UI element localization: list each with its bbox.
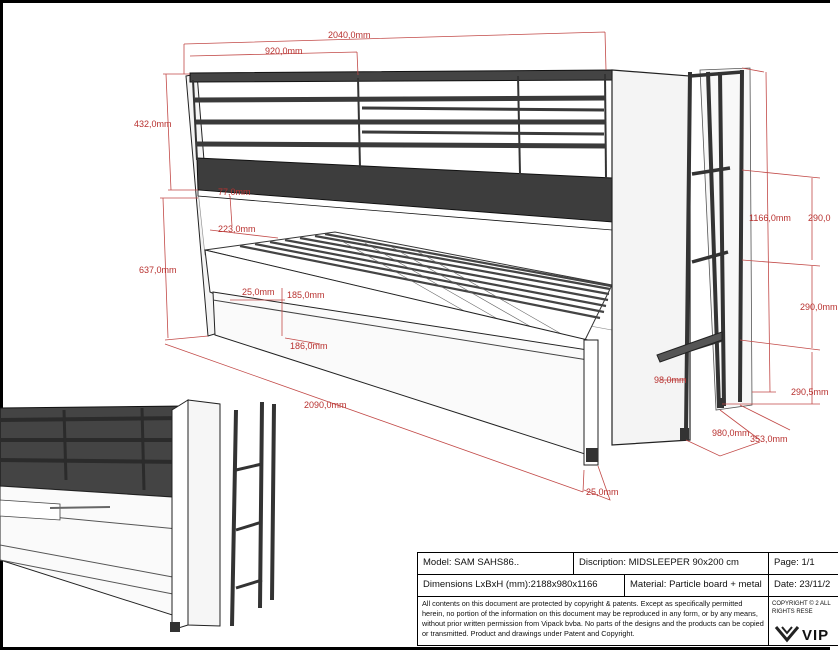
dim-total-length: 2040,0mm (328, 30, 371, 40)
logo-text: VIP (802, 627, 830, 644)
tb-copyright: COPYRIGHT © 2 ALL RIGHTS RESE (772, 601, 831, 615)
tb-dimensions: Dimensions LxBxH (mm):2188x980x1166 (418, 575, 625, 597)
dim-rail-length: 920,0mm (265, 46, 303, 56)
tb-date: Date: 23/11/2 (769, 575, 838, 597)
dim-drawer-height: 185,0mm (287, 290, 325, 300)
dim-drawer-front: 186,0mm (290, 341, 328, 351)
secondary-view (0, 399, 276, 632)
dimension-lines (160, 31, 821, 501)
dim-ladder-width: 353,0mm (750, 434, 788, 444)
dim-top-gap: 77,0mm (218, 187, 251, 197)
dim-bed-height: 637,0mm (139, 265, 177, 275)
dim-ladder-middle: 290,0mm (800, 302, 838, 312)
dim-rail-height: 432,0mm (134, 119, 172, 129)
dim-foot-offset: 25,0mm (586, 487, 619, 497)
tb-legal-notice: All contents on this document are protec… (418, 597, 769, 645)
tb-material: Material: Particle board + metal (625, 575, 769, 597)
dim-drawer-offset: 25,0mm (242, 287, 275, 297)
dim-total-height: 1166,0mm (749, 213, 791, 223)
ladder (656, 69, 744, 440)
dim-ladder-lower: 290,5mm (791, 387, 829, 397)
main-bed-view (185, 67, 753, 466)
dim-step-depth: 98,0mm (654, 375, 687, 385)
title-block: Model: SAM SAHS86.. Discription: MIDSLEE… (417, 552, 838, 646)
dim-width: 980,0mm (712, 428, 750, 438)
dim-base-length: 2090,0mm (304, 400, 347, 410)
tb-model: Model: SAM SAHS86.. (418, 553, 574, 575)
dim-underbed-gap: 223,0mm (218, 224, 256, 234)
slat-base (204, 231, 613, 341)
tb-description: Discription: MIDSLEEPER 90x200 cm (574, 553, 769, 575)
tb-page: Page: 1/1 (769, 553, 838, 575)
vipack-logo-icon (774, 626, 800, 643)
dim-ladder-upper: 290,0 (808, 213, 831, 223)
end-panel (611, 69, 691, 446)
drawer (204, 249, 599, 466)
